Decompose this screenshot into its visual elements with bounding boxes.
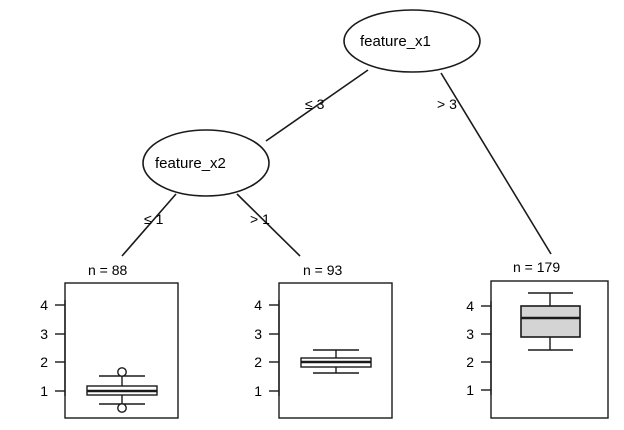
edge-root-left	[265, 69, 369, 142]
panel-2-boxplot	[300, 349, 372, 374]
panel-1-axis-ticks	[55, 300, 66, 396]
panel-2-tick-4: 4	[254, 297, 262, 313]
edge-root-right	[440, 72, 552, 255]
panel-2-tick-1: 1	[254, 383, 262, 399]
terminal-panel-1	[55, 282, 179, 419]
panel-1-tick-1: 1	[40, 383, 48, 399]
edge-x2-right	[236, 193, 301, 257]
terminal-panel-3	[481, 280, 609, 419]
panel-1-n-label: n = 88	[88, 262, 128, 278]
tree-edges	[121, 69, 552, 257]
panel-1-boxplot	[86, 367, 158, 413]
panel-3-axis-ticks	[481, 301, 492, 395]
panel-1-tick-3: 3	[40, 326, 48, 342]
panel-3-box	[520, 305, 581, 338]
panel-3-tick-3: 3	[466, 326, 474, 342]
edge-label-x2-left: ≤ 1	[144, 211, 164, 227]
panel-1-tick-4: 4	[40, 297, 48, 313]
panel-2-tick-3: 3	[254, 326, 262, 342]
node-feature-x2-label: feature_x2	[155, 155, 226, 172]
edge-x2-left	[121, 193, 177, 257]
node-feature-x2[interactable]	[142, 129, 270, 197]
panel-2-tick-2: 2	[254, 354, 262, 370]
panel-1-outlier	[117, 403, 127, 413]
node-feature-x1[interactable]	[343, 9, 481, 73]
panel-3-tick-1: 1	[466, 382, 474, 398]
panel-1-outlier	[117, 367, 127, 377]
panel-2-n-label: n = 93	[303, 262, 343, 278]
panel-3-tick-4: 4	[466, 298, 474, 314]
node-feature-x1-label: feature_x1	[360, 33, 431, 50]
tree-nodes	[142, 9, 481, 197]
panel-2-axis-ticks	[269, 300, 280, 396]
panel-3-tick-2: 2	[466, 354, 474, 370]
terminal-panel-2	[269, 282, 393, 419]
panel-3-boxplot	[520, 292, 581, 351]
edge-label-root-left: ≤ 3	[305, 96, 325, 112]
panel-3-n-label: n = 179	[513, 259, 561, 275]
edge-label-root-right: > 3	[437, 96, 457, 112]
edge-label-x2-right: > 1	[250, 211, 270, 227]
panel-1-tick-2: 2	[40, 354, 48, 370]
